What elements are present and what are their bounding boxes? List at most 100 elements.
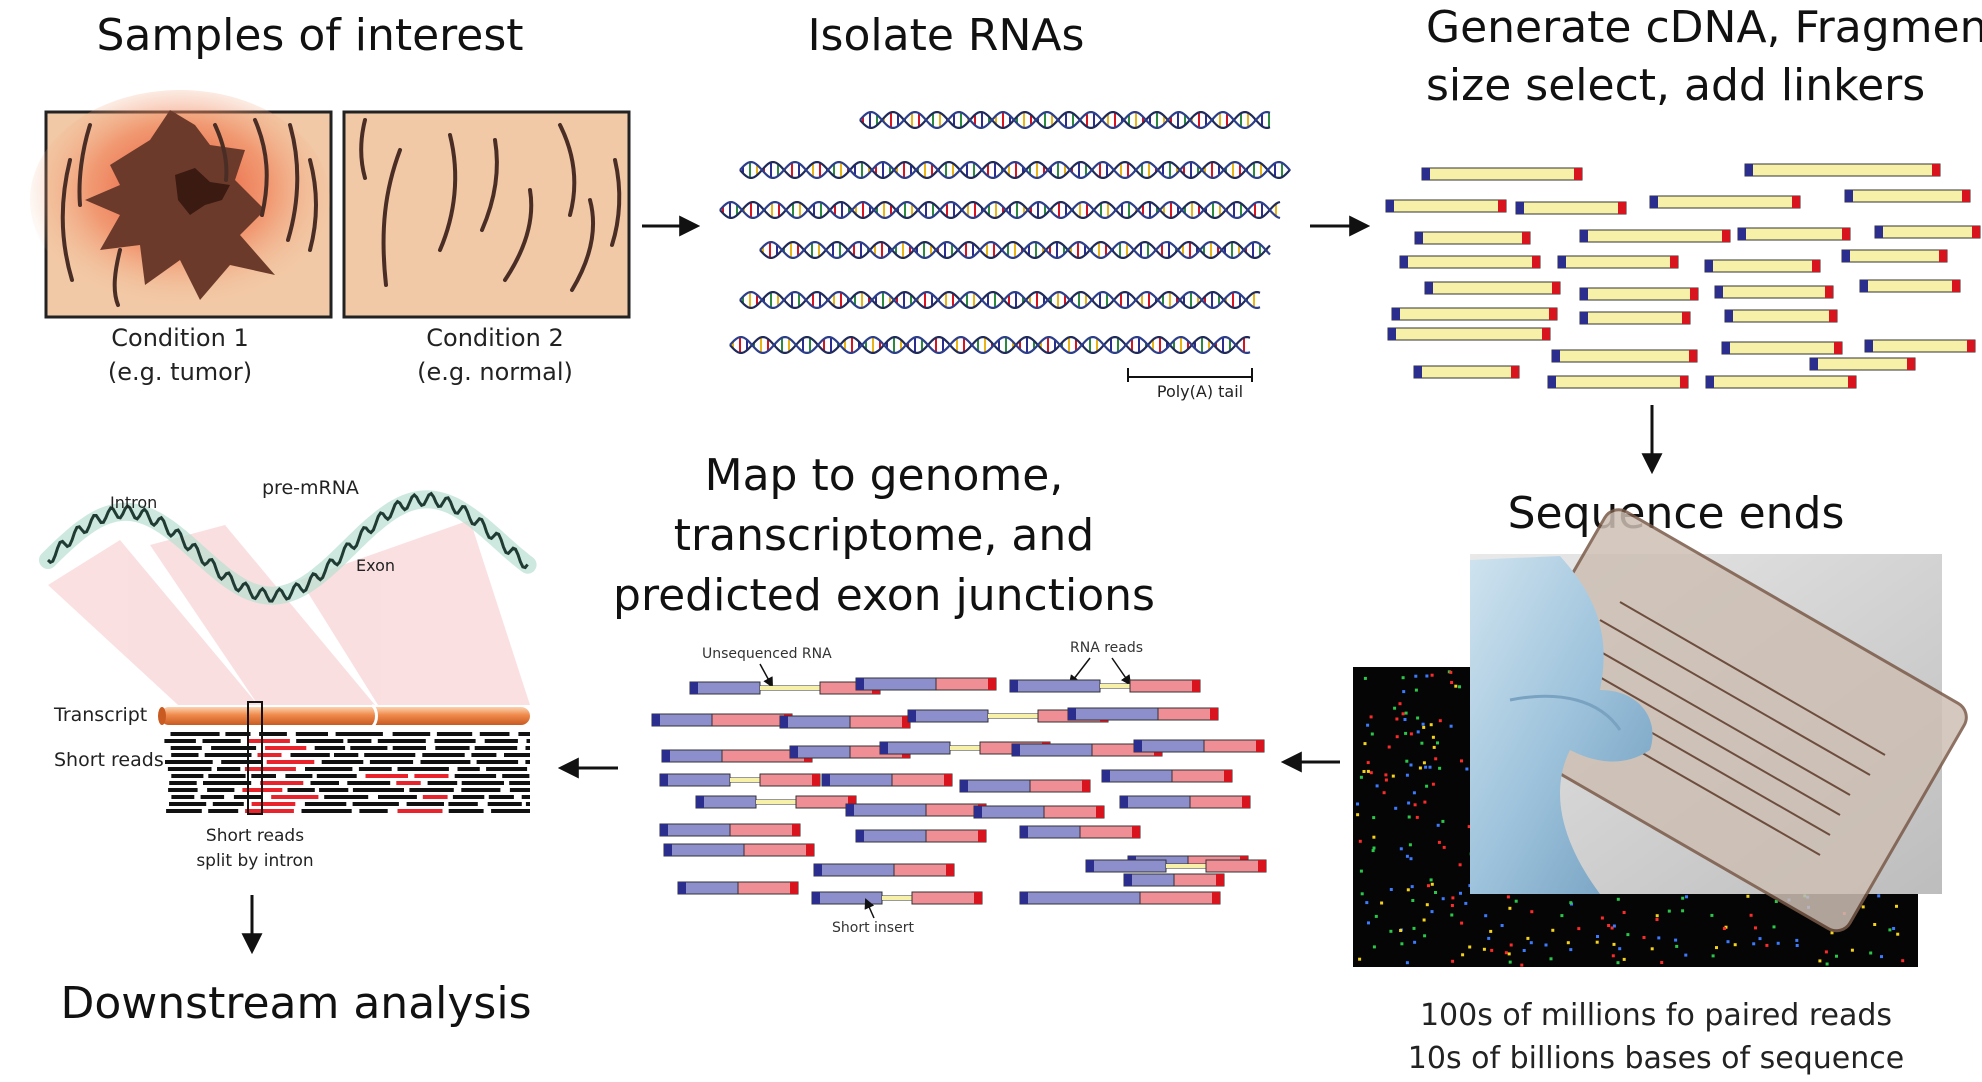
linker-right [1574,168,1582,180]
read-linker-right [902,716,910,728]
linker-right [1552,282,1560,294]
short-reads-stack [164,732,530,813]
linker-right [1670,256,1678,268]
read-forward [855,829,927,843]
read-reverse [737,881,799,895]
cdna-insert [1385,199,1507,213]
cluster-dot [1566,941,1570,945]
short-read [335,732,383,736]
cluster-dot [1660,961,1664,964]
unsequenced-insert [1166,864,1206,868]
short-read [171,753,199,757]
short-read [259,732,287,736]
cluster-dot [1362,770,1366,773]
cluster-dot [1372,816,1376,820]
cluster-dot [1685,895,1688,899]
exon-projections [48,520,530,705]
cluster-dot [1484,914,1488,918]
short-insert-pointer [864,898,875,919]
cluster-dot [1577,927,1581,931]
read-linker-left [690,682,698,694]
linker-left [1548,376,1556,388]
unsequenced-insert [730,778,760,782]
split-read [251,802,296,806]
linker-right [1842,228,1850,240]
cluster-dot [1399,929,1403,932]
short-read [304,802,347,806]
short-read [171,774,204,778]
cluster-dot [1416,716,1420,720]
read-linker-left [1012,744,1020,756]
short-read [422,753,465,757]
cluster-dot [1622,911,1626,914]
rna-backbone [739,161,1291,179]
cdna-fragments [1385,163,1981,389]
cluster-dot [1754,926,1757,930]
short-read [314,746,346,750]
cluster-dot [1715,946,1718,950]
tumor-core [175,168,230,215]
rna-backbone [719,200,1281,219]
cluster-dot [1372,835,1376,839]
cluster-dot [1358,839,1362,843]
read-forward [1085,859,1167,873]
cluster-dot [1560,914,1564,918]
read-linker-right [806,844,814,856]
cluster-dot [1500,924,1504,927]
short-read [167,767,212,771]
cluster-dot [1434,757,1438,761]
cluster-dot [1356,802,1359,806]
cluster-dot [1359,869,1363,873]
cluster-dot [1746,894,1750,898]
cdna-insert [1705,375,1857,389]
read-linker-left [974,806,982,818]
linker-left [1722,342,1730,354]
short-read [454,774,497,778]
cluster-dot [1429,878,1433,882]
cluster-dot [1451,896,1455,900]
short-read [200,795,225,799]
read-linker-left [908,710,916,722]
cluster-dot [1356,813,1360,817]
short-read [164,739,196,743]
short-read [324,795,369,799]
read-reverse [893,863,955,877]
cluster-dot [1380,901,1384,905]
short-read [316,774,357,778]
cluster-dot [1403,718,1407,721]
short-read [305,767,353,771]
cluster-dot [1363,676,1367,680]
cluster-dot [1657,936,1661,940]
read-forward [855,677,937,691]
cluster-dot [1370,732,1374,736]
read-linker-right [1192,680,1200,692]
cluster-dot [1611,954,1615,958]
cluster-dot [1752,942,1756,946]
cluster-dot [1359,775,1363,779]
cluster-dot [1896,932,1900,936]
read-linker-right [1256,740,1264,752]
cdna-insert [1551,349,1698,363]
read-reverse [1029,779,1091,793]
cluster-dot [1400,942,1404,946]
short-read [166,809,202,813]
short-read [409,788,454,792]
read-linker-right [946,864,954,876]
cluster-dot [1520,963,1524,967]
short-read [457,767,480,771]
cluster-dot [1421,722,1425,726]
split-label-line2: split by intron [196,851,313,871]
cluster-dot [1418,766,1422,770]
map-title-line3: predicted exon junctions [613,570,1155,621]
read-linker-left [822,774,830,786]
cluster-dot [1436,741,1439,745]
read-reverse [1157,707,1219,721]
cdna-insert [1387,327,1551,341]
read-reverse [1205,859,1267,873]
cdna-insert [1737,227,1851,241]
read-forward [907,709,989,723]
read-linker-right [1096,806,1104,818]
cluster-dot [1415,815,1419,819]
cluster-dot [1722,927,1726,930]
